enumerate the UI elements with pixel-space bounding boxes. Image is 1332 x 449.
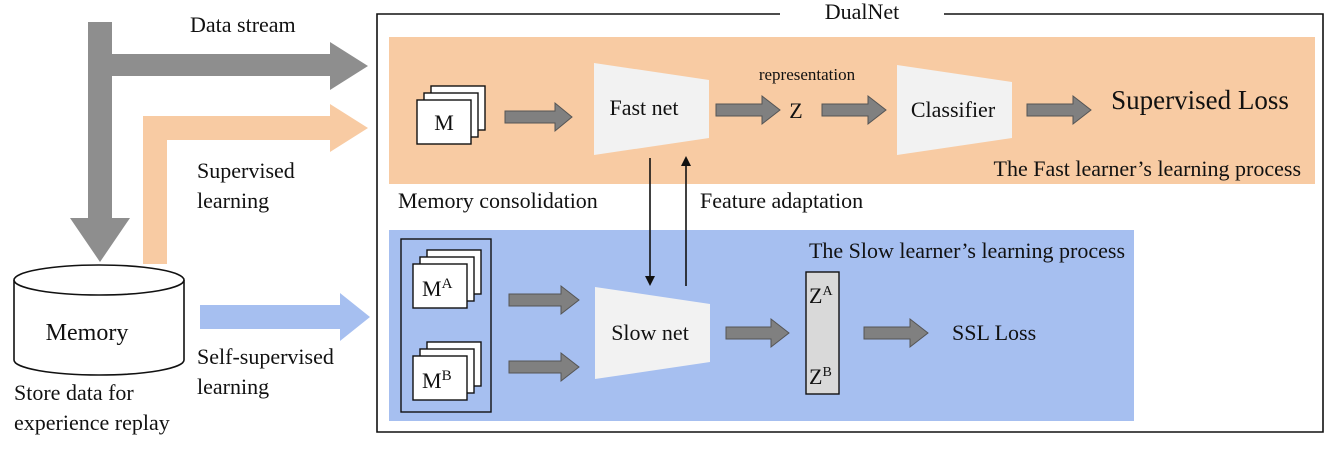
dualnet-title: DualNet [825,0,900,24]
fast-input-arrow [504,101,573,133]
slow-memory-sample-b-base: M [422,368,442,393]
memory-label: Memory [46,320,129,346]
data-stream-label: Data stream [190,12,296,37]
slow-z-a-base: Z [809,283,822,308]
slow-input-a-arrow [508,284,580,316]
supervised-loss-label: Supervised Loss [1111,85,1289,115]
z-to-classifier-arrow [821,94,887,126]
slow-net-to-z-arrow [725,317,790,349]
slow-input-b-arrow [508,351,580,383]
slow-memory-sample-a-label: MA [422,276,453,301]
fast-net-block [594,63,709,155]
data-stream-arrow [70,22,368,262]
fast-net-label: Fast net [609,95,678,120]
slow-memory-sample-a-base: M [422,276,442,301]
slow-inputs-frame [400,238,492,413]
supervised-learning-arrow [143,104,368,264]
fast-z-label: Z [789,98,802,123]
feature-adaptation-label: Feature adaptation [700,188,863,213]
ssl-loss-label: SSL Loss [952,320,1036,345]
dualnet-frame: DualNet [376,0,1324,433]
slow-memory-sample-a-sup: A [442,276,453,292]
slow-z-b-label: ZB [809,364,832,389]
slow-memory-sample-b-stack [412,341,482,401]
memory-cylinder [13,264,185,376]
supervised-learning-label-line1: Supervised [197,158,295,183]
classifier-block [897,65,1012,155]
fast-learner-process-label: The Fast learner’s learning process [994,156,1301,181]
classifier-label: Classifier [911,97,996,122]
slow-z-b-sup: B [822,365,831,380]
supervised-learning-label-line2: learning [197,188,269,213]
slow-net-block [595,287,710,379]
fast-net-to-z-arrow [715,94,781,126]
fast-memory-sample-stack [416,85,486,145]
slow-memory-sample-a-stack [412,249,482,309]
fast-memory-sample-label: M [434,110,454,135]
slow-z-a-sup: A [822,284,833,299]
classifier-to-loss-arrow [1026,94,1092,126]
memory-consolidation-label: Memory consolidation [398,188,598,213]
self-supervised-learning-arrow [200,293,370,341]
slow-z-box [805,271,840,395]
z-to-ssl-loss-arrow [863,317,929,349]
slow-z-b-base: Z [809,364,822,389]
slow-learner-region [389,230,1134,421]
self-supervised-learning-label-line2: learning [197,374,269,399]
self-supervised-learning-label-line1: Self-supervised [197,344,334,369]
representation-label: representation [759,65,856,84]
slow-net-label: Slow net [611,320,689,345]
memory-caption-line2: experience replay [14,410,170,435]
slow-memory-sample-b-sup: B [442,368,452,384]
slow-z-a-label: ZA [809,283,833,308]
slow-learner-process-label: The Slow learner’s learning process [809,238,1125,263]
slow-memory-sample-b-label: MB [422,368,452,393]
memory-caption-line1: Store data for [14,380,134,405]
